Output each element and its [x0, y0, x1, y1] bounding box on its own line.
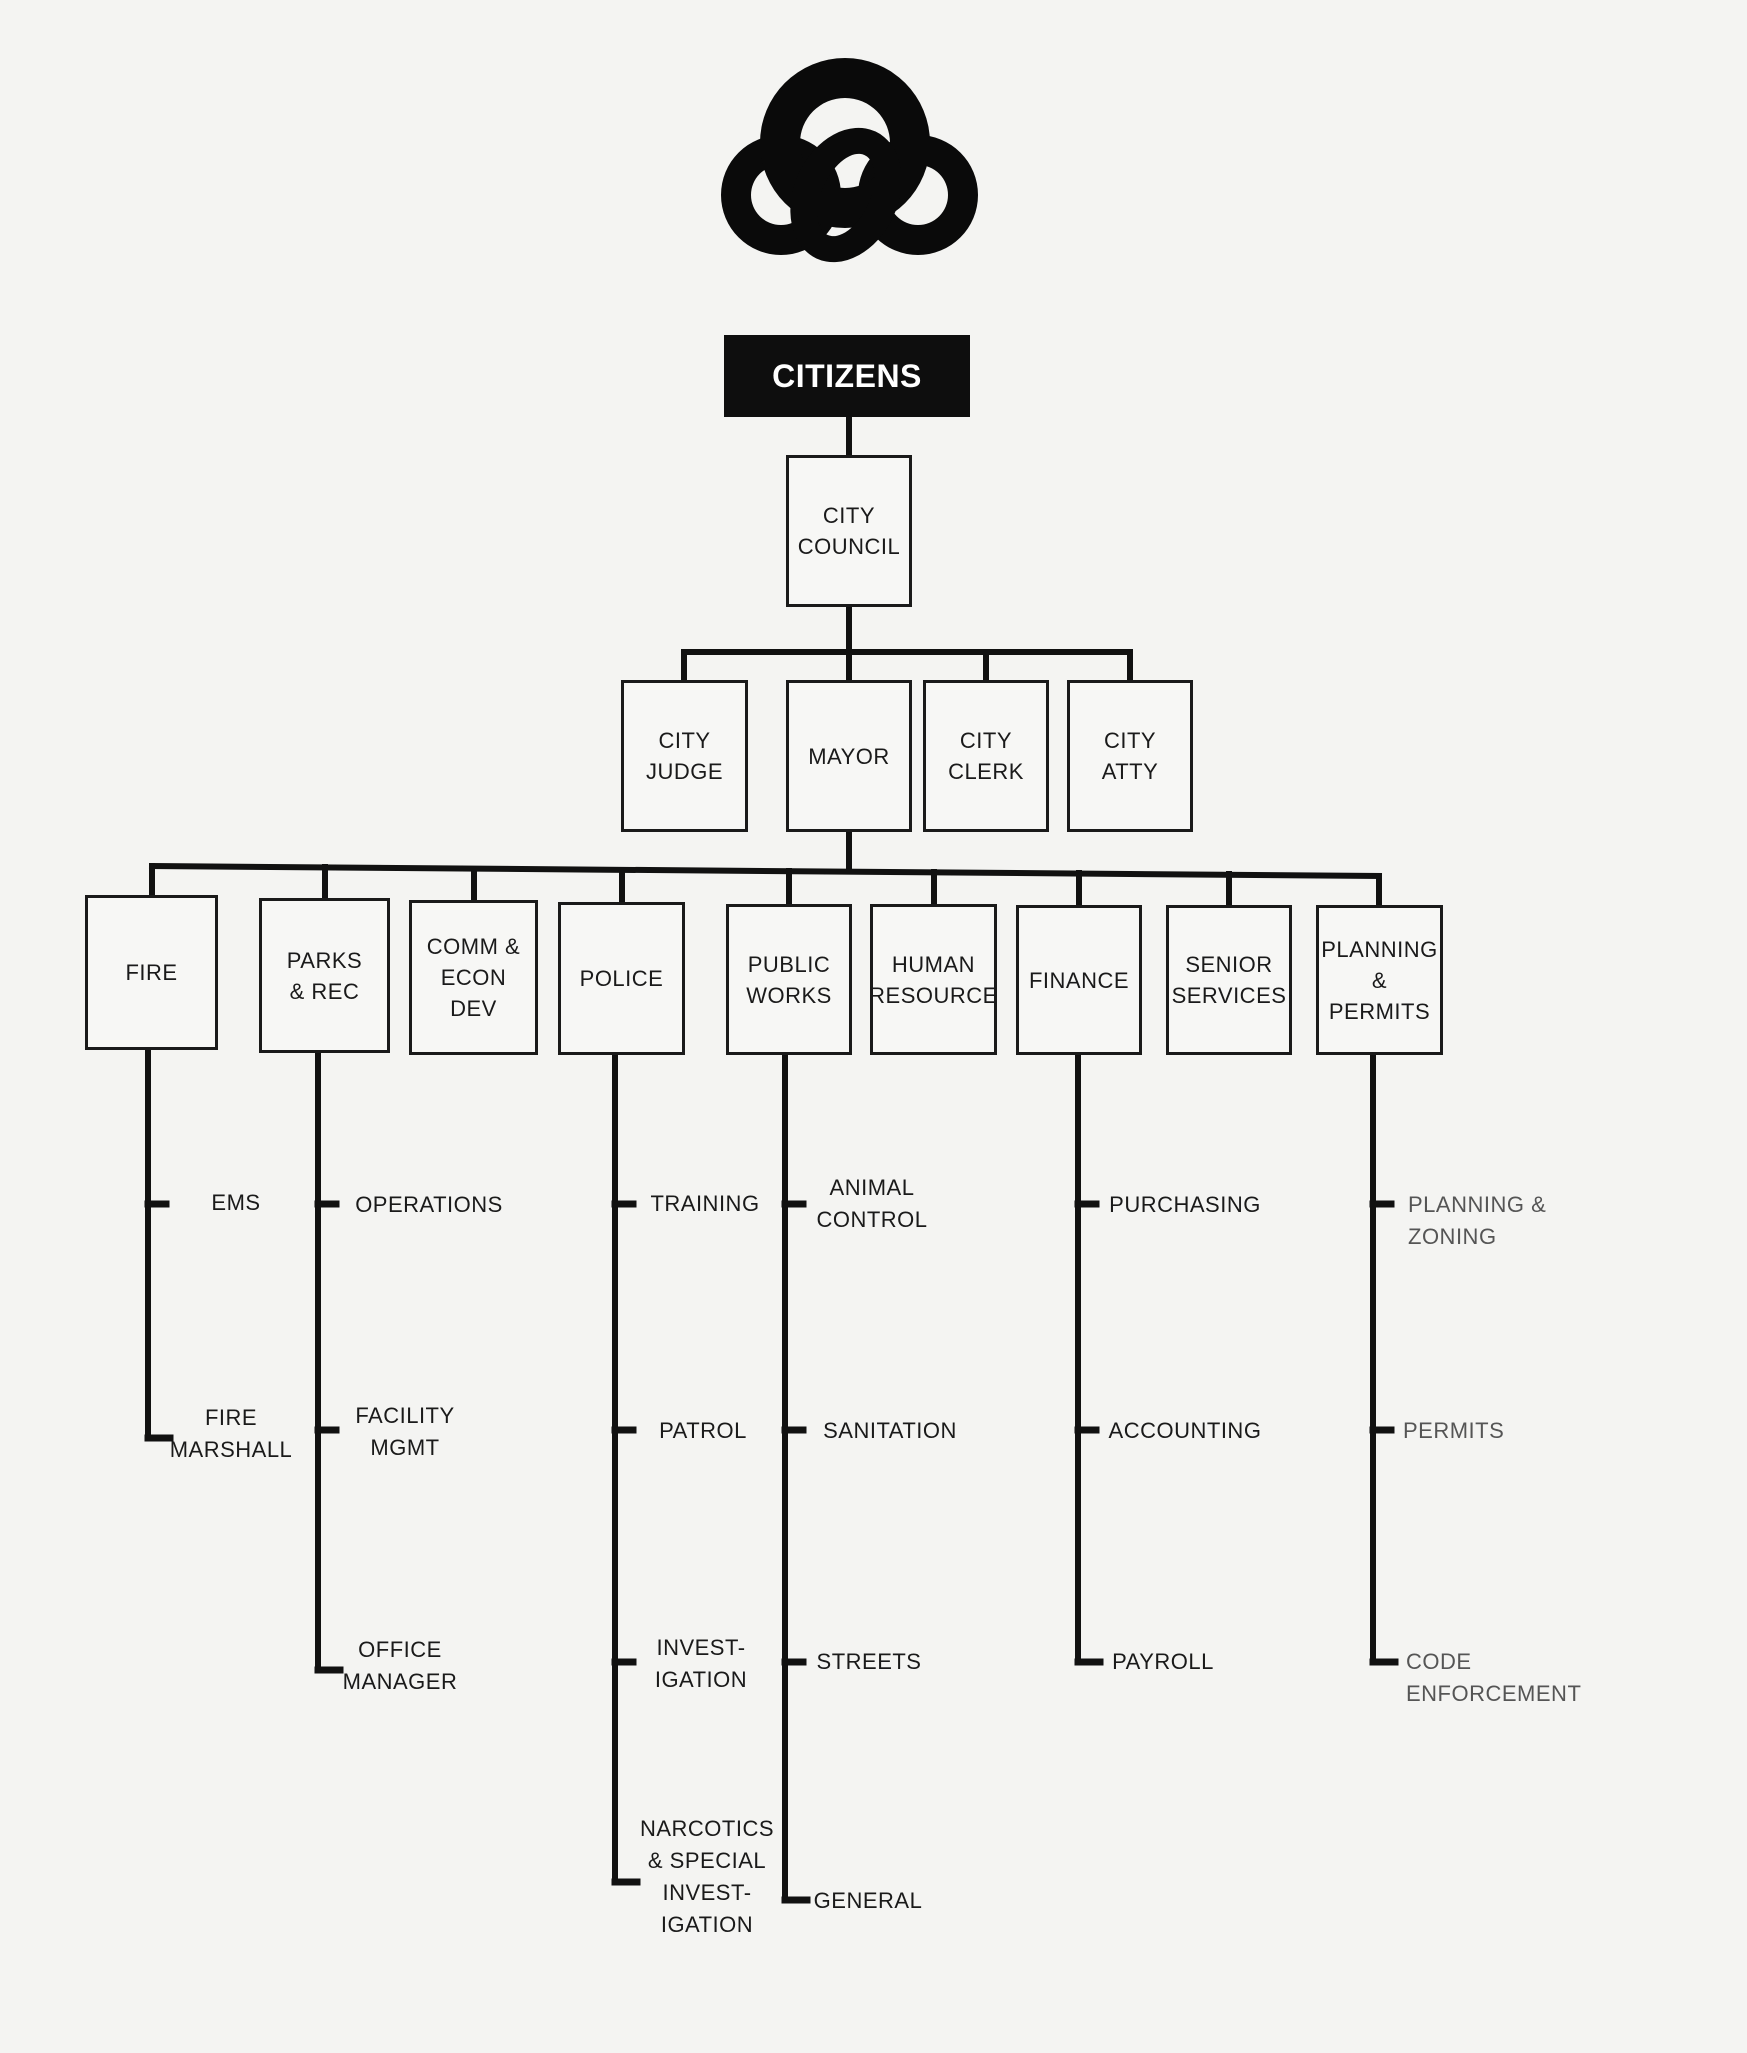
parks-rec-box: PARKS & REC	[259, 898, 390, 1053]
unit-animal-control: ANIMAL CONTROL	[816, 1175, 928, 1232]
planning-permits-box: PLANNING & PERMITS	[1316, 905, 1443, 1055]
unit-facility-mgmt: FACILITY MGMT	[355, 1403, 455, 1460]
unit-planning-zoning: PLANNING & ZONING	[1408, 1192, 1547, 1249]
connector-departments-bar	[148, 862, 1383, 880]
city-atty-box: CITY ATTY	[1067, 680, 1193, 832]
unit-investigation: INVEST- IGATION	[654, 1635, 748, 1692]
city-clerk-box: CITY CLERK	[923, 680, 1049, 832]
finance-box: FINANCE	[1016, 905, 1142, 1055]
unit-streets: STREETS	[816, 1649, 922, 1674]
senior-services-box: SENIOR SERVICES	[1166, 905, 1292, 1055]
unit-accounting: ACCOUNTING	[1108, 1418, 1262, 1443]
unit-ems: EMS	[211, 1190, 261, 1215]
citizens-box: CITIZENS	[724, 335, 970, 417]
interlocked-rings-logo-icon	[721, 58, 978, 263]
unit-patrol: PATROL	[659, 1418, 747, 1443]
unit-fire-marshall: FIRE MARSHALL	[169, 1405, 293, 1462]
unit-general: GENERAL	[813, 1888, 923, 1913]
human-resource-box: HUMAN RESOURCE	[869, 904, 997, 1055]
public-works-box: PUBLIC WORKS	[726, 904, 852, 1055]
unit-payroll: PAYROLL	[1112, 1649, 1214, 1674]
comm-econ-dev-box: COMM & ECON DEV	[409, 900, 538, 1055]
unit-code-enforcement: CODE ENFORCEMENT	[1406, 1649, 1582, 1706]
unit-office-manager: OFFICE MANAGER	[342, 1637, 458, 1694]
unit-operations: OPERATIONS	[355, 1192, 503, 1217]
city-judge-box: CITY JUDGE	[621, 680, 748, 832]
fire-box: FIRE	[85, 895, 218, 1050]
unit-permits: PERMITS	[1403, 1418, 1505, 1443]
city-council-box: CITY COUNCIL	[786, 455, 912, 607]
unit-purchasing: PURCHASING	[1109, 1192, 1261, 1217]
mayor-box: MAYOR	[786, 680, 912, 832]
police-box: POLICE	[558, 902, 685, 1055]
unit-sanitation: SANITATION	[823, 1418, 957, 1443]
unit-training: TRAINING	[650, 1191, 760, 1216]
unit-narcotics-special-investigation: NARCOTICS & SPECIAL INVEST- IGATION	[639, 1816, 775, 1937]
